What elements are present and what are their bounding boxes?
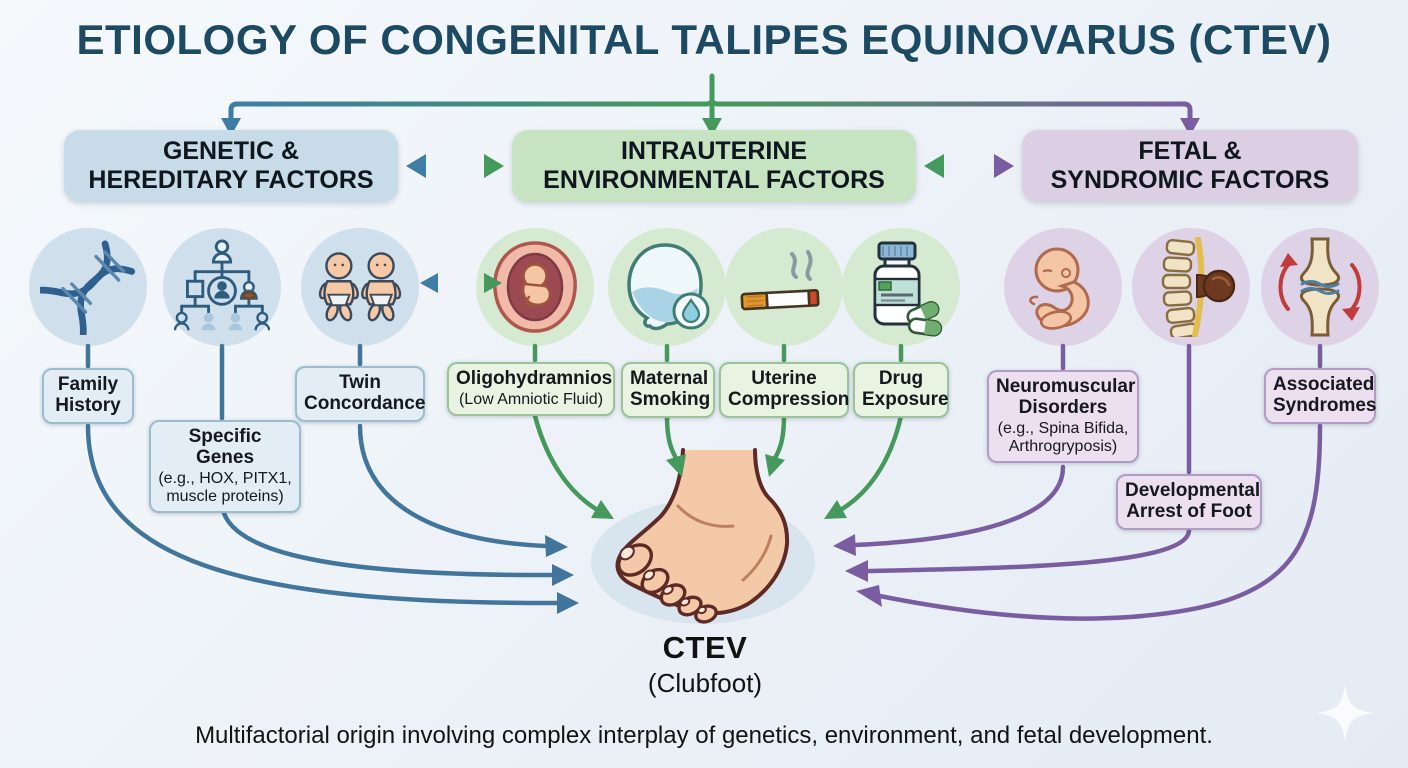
icon-circle-joint bbox=[1261, 228, 1379, 346]
icon-circle-pedigree bbox=[163, 228, 281, 346]
tag-developmental-arrest-label: Developmental Arrest of Foot bbox=[1125, 480, 1261, 522]
category-fetal-line2: SYNDROMIC FACTORS bbox=[1050, 166, 1330, 194]
tag-oligohydramnios: Oligohydramnios (Low Amniotic Fluid) bbox=[447, 362, 615, 416]
amniotic-sac-low-fluid-icon bbox=[627, 243, 710, 331]
tag-uterine-compression-label: Uterine Compression bbox=[728, 368, 850, 410]
tag-maternal-smoking-label: Maternal Smoking bbox=[630, 368, 711, 410]
category-genetic-hereditary: GENETIC & HEREDITARY FACTORS bbox=[64, 130, 398, 202]
footer-caption: Multifactorial origin involving complex … bbox=[195, 722, 1213, 749]
icon-circle-dna bbox=[29, 228, 147, 346]
category-intrauterine-line2: ENVIRONMENTAL FACTORS bbox=[543, 166, 885, 194]
medication-bottle-icon bbox=[873, 241, 943, 337]
tag-developmental-arrest: Developmental Arrest of Foot bbox=[1116, 474, 1262, 530]
ctev-sublabel: (Clubfoot) bbox=[647, 668, 763, 698]
fetus-in-uterus-icon bbox=[493, 241, 577, 333]
category-fetal-syndromic: FETAL & SYNDROMIC FACTORS bbox=[1022, 130, 1358, 202]
joint-contracture-icon bbox=[1278, 237, 1362, 337]
tag-associated-syndromes-label: Associated Syndromes bbox=[1273, 374, 1377, 416]
curled-fetus-icon bbox=[1029, 247, 1090, 330]
ctev-illustration-area bbox=[585, 448, 825, 638]
icon-circle-fetus bbox=[1004, 228, 1122, 346]
tag-twin-concordance: Twin Concordance bbox=[295, 366, 425, 422]
tag-drug-exposure: Drug Exposure bbox=[853, 362, 949, 418]
dna-icon bbox=[40, 240, 136, 335]
icon-circle-medication bbox=[842, 228, 960, 346]
tag-family-history-label: Family History bbox=[55, 374, 121, 416]
icon-circle-amniotic-sac bbox=[608, 228, 726, 346]
title-branch-arrows bbox=[221, 73, 1200, 136]
category-genetic-line1: GENETIC & bbox=[162, 137, 300, 165]
tag-family-history: Family History bbox=[42, 368, 134, 424]
tag-oligohydramnios-label: Oligohydramnios bbox=[456, 368, 613, 389]
tag-neuromuscular-disorders-label: Neuromuscular Disorders bbox=[996, 376, 1136, 418]
category-intrauterine-line1: INTRAUTERINE bbox=[620, 137, 808, 165]
icon-circle-uterus bbox=[476, 228, 594, 346]
category-fetal-line1: FETAL & bbox=[1138, 137, 1242, 165]
tag-drug-exposure-label: Drug Exposure bbox=[862, 368, 949, 410]
family-pedigree-icon bbox=[174, 239, 270, 331]
spina-bifida-spine-icon bbox=[1161, 237, 1236, 337]
icon-circle-spine bbox=[1132, 228, 1250, 346]
tag-specific-genes-label: Specific Genes bbox=[188, 426, 262, 468]
sparkle-icon bbox=[1316, 684, 1374, 742]
tag-oligohydramnios-detail: (Low Amniotic Fluid) bbox=[458, 390, 604, 408]
icon-circle-twins bbox=[301, 228, 419, 346]
tag-maternal-smoking: Maternal Smoking bbox=[621, 362, 715, 418]
icon-circle-cigarette bbox=[725, 228, 843, 346]
tag-uterine-compression: Uterine Compression bbox=[719, 362, 849, 418]
tag-associated-syndromes: Associated Syndromes bbox=[1264, 368, 1376, 424]
ctev-label: CTEV bbox=[662, 630, 748, 665]
twin-babies-icon bbox=[318, 252, 402, 322]
tag-twin-concordance-label: Twin Concordance bbox=[304, 372, 426, 414]
category-genetic-line2: HEREDITARY FACTORS bbox=[88, 166, 374, 194]
tag-neuromuscular-disorders: Neuromuscular Disorders (e.g., Spina Bif… bbox=[987, 370, 1139, 463]
tag-neuromuscular-disorders-detail: (e.g., Spina Bifida, Arthrogryposis) bbox=[997, 419, 1129, 455]
ctev-caption: CTEV (Clubfoot) bbox=[560, 630, 850, 699]
category-intrauterine-environmental: INTRAUTERINE ENVIRONMENTAL FACTORS bbox=[512, 130, 916, 202]
tag-specific-genes: Specific Genes (e.g., HOX, PITX1, muscle… bbox=[149, 420, 301, 513]
cigarette-smoke-icon bbox=[740, 250, 820, 311]
tag-specific-genes-detail: (e.g., HOX, PITX1, muscle proteins) bbox=[158, 469, 292, 505]
page-title: ETIOLOGY OF CONGENITAL TALIPES EQUINOVAR… bbox=[76, 16, 1332, 63]
clubfoot-illustration bbox=[591, 448, 815, 624]
